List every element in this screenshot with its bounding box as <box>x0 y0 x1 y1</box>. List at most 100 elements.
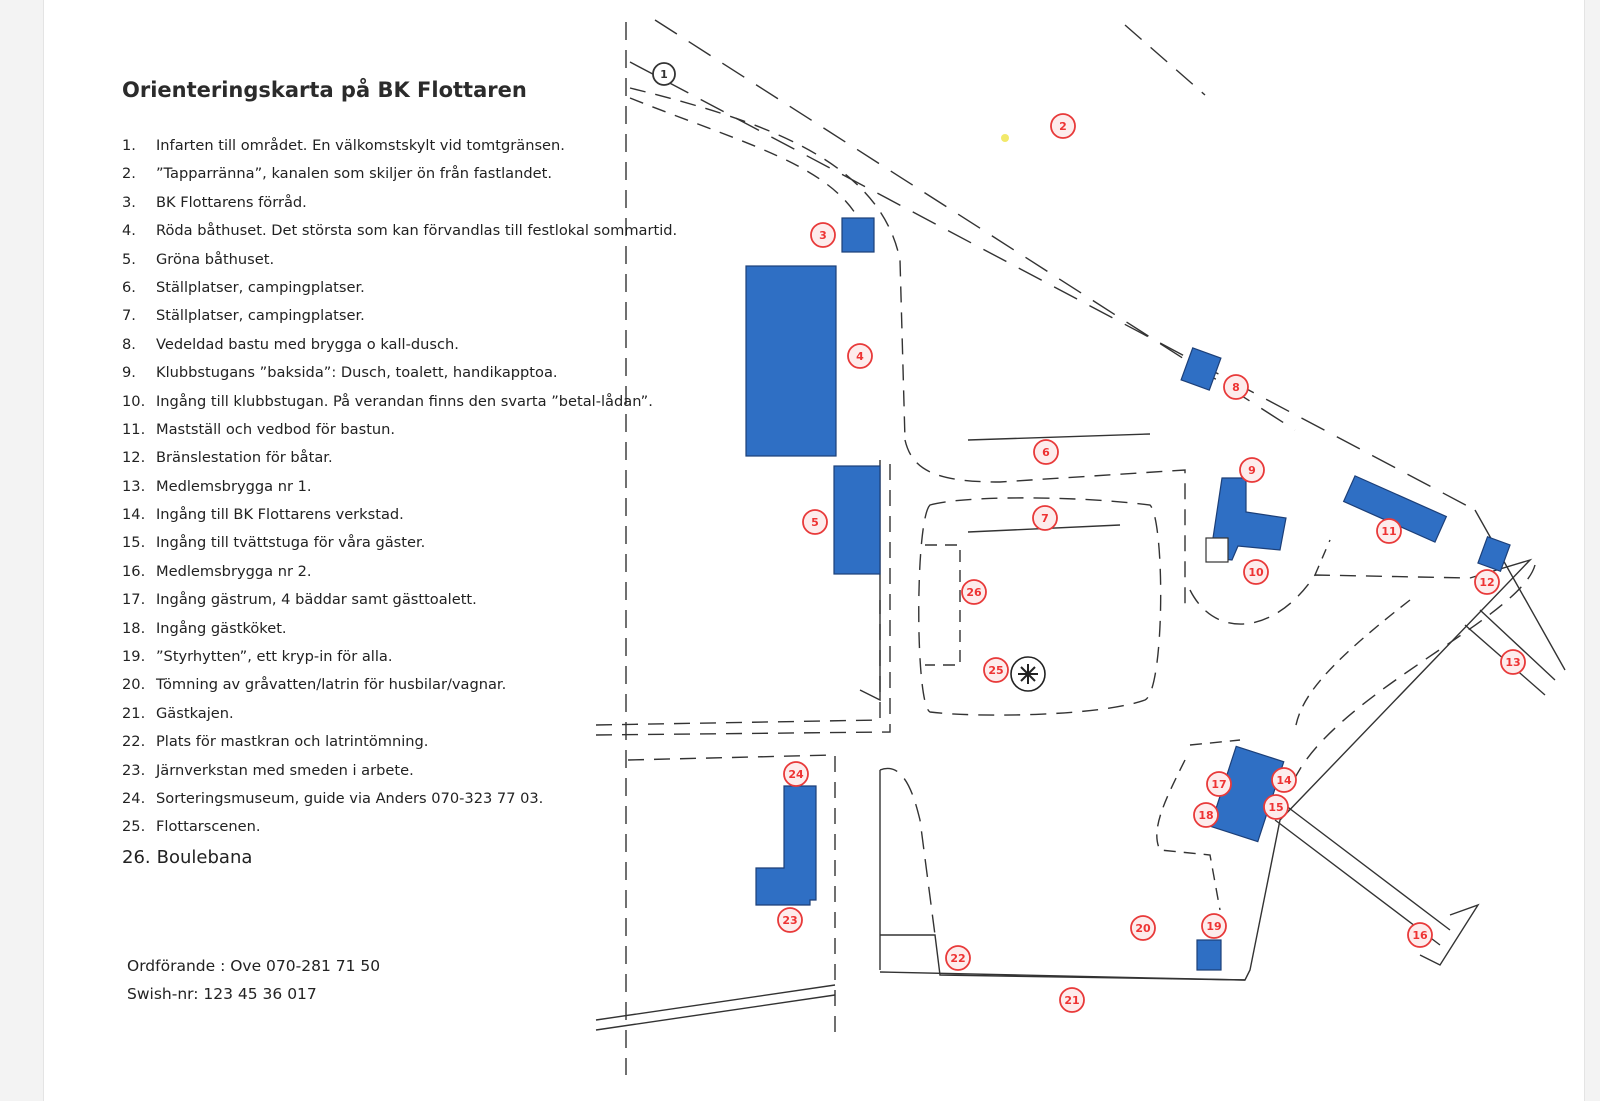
map-marker-23: 23 <box>777 907 803 933</box>
marker-circle <box>1193 802 1219 828</box>
legend-text: ”Tapparränna”, kanalen som skiljer ön fr… <box>156 165 552 183</box>
marker-number: 7 <box>1041 512 1049 525</box>
legend-number: 25. <box>122 818 146 836</box>
legend-item: 10.Ingång till klubbstugan. På verandan … <box>122 388 677 416</box>
map-marker-20: 20 <box>1130 915 1156 941</box>
canal-line-top <box>1124 24 1206 96</box>
map-marker-19: 19 <box>1201 913 1227 939</box>
legend-text: Flottarscenen. <box>156 818 261 836</box>
legend-number: 7. <box>122 307 136 325</box>
legend-list: 1.Infarten till området. En välkomstskyl… <box>122 132 677 872</box>
map-title: Orienteringskarta på BK Flottaren <box>122 78 527 102</box>
legend-number: 22. <box>122 733 146 751</box>
legend-item: 16. Medlemsbrygga nr 2. <box>122 558 677 586</box>
map-marker-7: 7 <box>1032 505 1058 531</box>
legend-number: 23. <box>122 761 146 779</box>
legend-text: Ingång gästrum, 4 bäddar samt gästtoalet… <box>156 591 477 609</box>
legend-item: 22.Plats för mastkran och latrintömning. <box>122 728 677 756</box>
marker-circle <box>783 761 809 787</box>
marker-number: 9 <box>1248 464 1256 477</box>
map-markers: 1234567891011121314151617181920212223242… <box>652 62 1526 1013</box>
legend-item: 4. Röda båthuset. Det största som kan för… <box>122 217 677 245</box>
legend-text: Medlemsbrygga nr 2. <box>156 562 312 580</box>
road-loop-north <box>904 439 1186 610</box>
map-marker-3: 3 <box>810 222 836 248</box>
marker-circle <box>777 907 803 933</box>
legend-item: 19.”Styrhytten”, ett kryp-in för alla. <box>122 643 677 671</box>
veranda <box>1205 537 1229 563</box>
road-west-segment-2 <box>595 460 891 736</box>
legend-number: 21. <box>122 704 146 722</box>
swish-number: Swish-nr: 123 45 36 017 <box>127 985 317 1003</box>
marker-circle <box>1050 113 1076 139</box>
legend-text: Vedeldad bastu med brygga o kall-dusch. <box>156 335 459 353</box>
marker-number: 6 <box>1042 446 1050 459</box>
marker-number: 18 <box>1198 809 1213 822</box>
legend-item: 14.Ingång till BK Flottarens verkstad. <box>122 501 677 529</box>
marker-number: 3 <box>819 229 827 242</box>
map-marker-4: 4 <box>847 343 873 369</box>
legend-number: 6. <box>122 278 136 296</box>
legend-text: Mastställ och vedbod för bastun. <box>156 420 396 438</box>
legend-text: Ingång till BK Flottarens verkstad. <box>156 506 404 524</box>
marker-number: 22 <box>950 952 965 965</box>
legend-text: Gröna båthuset. <box>156 250 275 268</box>
marker-circle <box>1376 518 1402 544</box>
legend-item: 3.BK Flottarens förråd. <box>122 189 677 217</box>
legend-item: 26.Boulebana <box>122 844 677 872</box>
marker-number: 4 <box>856 350 864 363</box>
marker-circle <box>1474 569 1500 595</box>
legend-text: Bränslestation för båtar. <box>156 449 333 467</box>
inner-loop-road <box>918 497 1162 716</box>
marker-dot <box>1001 134 1009 142</box>
building-fuel-station <box>1477 535 1511 573</box>
legend-item: 13.Medlemsbrygga nr 1. <box>122 473 677 501</box>
legend-number: 26. <box>122 846 151 868</box>
road-east-inner <box>1294 599 1411 731</box>
map-marker-12: 12 <box>1474 569 1500 595</box>
marker-number: 14 <box>1276 774 1292 787</box>
stage-symbol <box>1010 656 1046 692</box>
map-marker-9: 9 <box>1239 457 1265 483</box>
map-marker-15: 15 <box>1263 794 1289 820</box>
legend-item: 1.Infarten till området. En välkomstskyl… <box>122 132 677 160</box>
legend-item: 17.Ingång gästrum, 4 bäddar samt gästtoa… <box>122 586 677 614</box>
legend-text: Klubbstugans ”baksida”: Dusch, toalett, … <box>156 364 558 382</box>
paper-sheet <box>44 0 1584 1101</box>
legend-item: 7.Ställplatser, campingplatser. <box>122 302 677 330</box>
map-marker-22: 22 <box>945 945 971 971</box>
road-east-south <box>1289 564 1536 791</box>
legend-number: 24. <box>122 789 146 807</box>
map-marker-16: 16 <box>1407 922 1433 948</box>
legend-item: 21.Gästkajen. <box>122 700 677 728</box>
legend-number: 2. <box>122 165 136 183</box>
marker-circle <box>945 945 971 971</box>
marker-circle <box>961 579 987 605</box>
marker-circle <box>1243 559 1269 585</box>
legend-text: Ingång gästköket. <box>156 619 287 637</box>
map-marker-1: 1 <box>652 62 676 86</box>
boule-court <box>925 544 961 666</box>
legend-text: Järnverkstan med smeden i arbete. <box>156 761 414 779</box>
legend-number: 4. <box>122 222 136 240</box>
map-marker-8: 8 <box>1223 374 1249 400</box>
legend-text: Röda båthuset. Det största som kan förva… <box>156 222 678 240</box>
legend-number: 13. <box>122 477 146 495</box>
legend-number: 16. <box>122 562 146 580</box>
map-marker-25: 25 <box>983 657 1009 683</box>
marker-number: 10 <box>1248 566 1264 579</box>
building-green-boathouse <box>833 465 881 575</box>
building-wheelhouse <box>1196 939 1222 971</box>
marker-number: 19 <box>1206 920 1221 933</box>
marker-number: 24 <box>788 768 804 781</box>
road-north-west <box>629 87 906 441</box>
marker-number: 13 <box>1505 656 1520 669</box>
legend-number: 18. <box>122 619 146 637</box>
member-jetty-2 <box>1274 804 1480 966</box>
map-marker-14: 14 <box>1271 767 1297 793</box>
legend-item: 8.Vedeldad bastu med brygga o kall-dusch… <box>122 331 677 359</box>
marker-number: 5 <box>811 516 819 529</box>
map-marker-2: 2 <box>1050 113 1076 139</box>
legend-number: 3. <box>122 193 136 211</box>
